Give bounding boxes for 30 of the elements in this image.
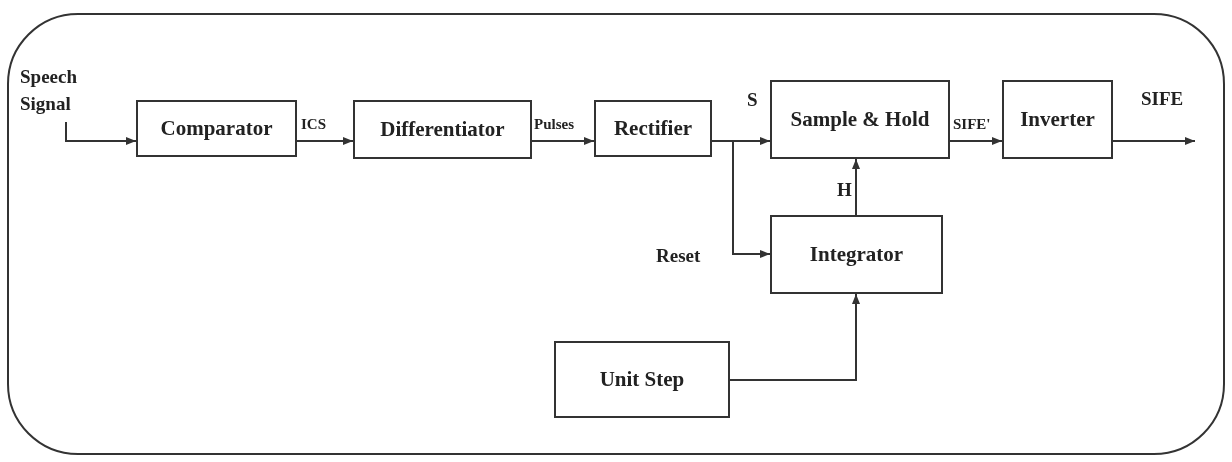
edge-label: ICS [300,117,327,132]
arrow [729,293,860,381]
process-box [136,100,297,157]
arrow [711,140,771,258]
block-label: Integrator [809,241,904,268]
edge-label: S [746,90,759,109]
arrow [65,121,137,145]
block-label: Inverter [1020,106,1095,133]
process-box [770,80,950,159]
process-box [353,100,532,159]
process-box [770,215,943,294]
edge-label: SIFE [1140,89,1185,108]
arrow [949,137,1003,145]
arrow [852,158,860,216]
edge-label: Reset [655,246,702,265]
arrow [531,137,595,145]
process-box [554,341,730,418]
arrow [296,137,354,145]
block-label: Differentiator [380,116,505,143]
edge-label: H [836,180,853,199]
arrow [1112,137,1196,145]
block-label: Comparator [160,115,273,142]
block-label: Sample & Hold [790,106,930,133]
block-label: Rectifier [613,115,693,142]
edge-label: Pulses [533,117,575,132]
edge-label: SIFE' [952,117,992,132]
process-box [1002,80,1113,159]
block-label: Unit Step [599,366,685,393]
input-label: Speech Signal [20,65,78,116]
process-box [594,100,712,157]
